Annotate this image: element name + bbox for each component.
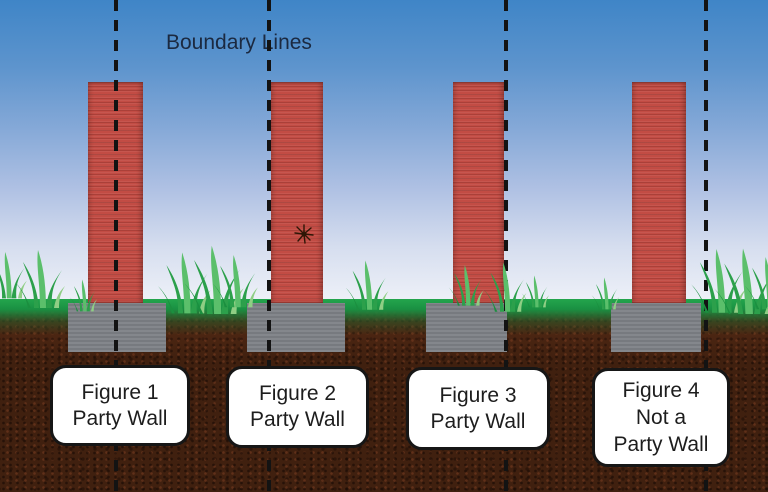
caption-line: Party Wall: [72, 406, 168, 430]
brick-wall-fig4: [632, 82, 686, 303]
grass-blades: [0, 245, 768, 314]
boundary-line-1: [114, 0, 118, 492]
caption-line: Party Wall: [430, 409, 526, 433]
brick-wall-fig3: [453, 82, 504, 303]
caption-box-fig2: Figure 2 Party Wall: [226, 366, 369, 448]
caption-line: Party Wall: [613, 433, 709, 456]
diagram-title: Boundary Lines: [166, 31, 312, 54]
caption-line: Figure 4: [622, 379, 700, 402]
brick-wall-fig2: [271, 82, 323, 303]
caption-line: Figure 2: [258, 382, 337, 405]
foundation-fig2: [247, 303, 345, 352]
caption-box-fig1: Figure 1 Party Wall: [50, 365, 190, 446]
caption-line: Party Wall: [250, 408, 345, 431]
foundation-fig3: [426, 303, 507, 352]
caption-line: Not a: [635, 406, 687, 429]
boundary-line-2: [267, 0, 271, 492]
caption-box-fig3: Figure 3 Party Wall: [406, 367, 550, 450]
boundary-line-4: [704, 0, 708, 492]
spider-icon: [292, 222, 316, 246]
caption-box-fig4: Figure 4 Not a Party Wall: [592, 368, 730, 467]
caption-line: Figure 3: [439, 383, 517, 407]
caption-line: Figure 1: [81, 380, 159, 404]
boundary-line-3: [504, 0, 508, 492]
foundation-fig4: [611, 303, 701, 352]
